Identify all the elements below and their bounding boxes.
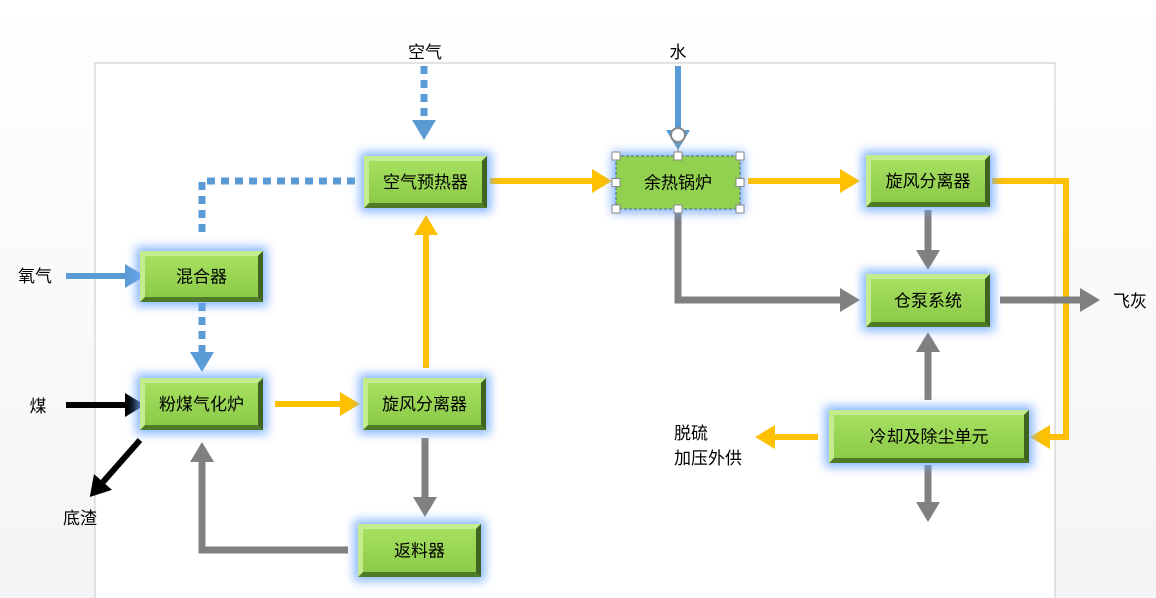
arrowhead-icon (1030, 425, 1050, 449)
node-label: 旋风分离器 (382, 395, 467, 415)
arrow-cooling-to-silo (916, 332, 940, 400)
label-fly-ash: 飞灰 (1113, 292, 1147, 312)
arrow-cyclone-to-return (413, 438, 437, 517)
arrow-cyclone-to-preheater (414, 215, 438, 368)
label-desulf-1: 脱硫 (674, 424, 708, 444)
node-label: 返料器 (394, 542, 445, 562)
arrowhead-icon (190, 352, 214, 372)
arrowhead-icon (413, 497, 437, 517)
arrowhead-icon (89, 474, 113, 498)
node-gasifier[interactable]: 粉煤气化炉 (136, 374, 267, 434)
arrowhead-icon (412, 120, 436, 140)
node-waste-heat-boiler[interactable]: 余热锅炉 (611, 127, 745, 214)
arrowhead-icon (414, 215, 438, 235)
node-cyclone-top[interactable]: 旋风分离器 (862, 151, 994, 211)
arrowhead-icon (592, 169, 612, 193)
arrowhead-icon (1080, 288, 1100, 312)
node-air-preheater[interactable]: 空气预热器 (360, 152, 491, 212)
arrow-coal (66, 393, 145, 417)
node-label: 粉煤气化炉 (159, 395, 244, 415)
resize-handle[interactable] (611, 204, 621, 214)
arrowhead-icon (190, 442, 214, 462)
label-desulf-2: 加压外供 (674, 449, 742, 469)
arrowhead-icon (840, 169, 860, 193)
label-air: 空气 (408, 43, 442, 63)
node-mixer[interactable]: 混合器 (136, 247, 267, 306)
arrow-return-to-gasifier (190, 442, 348, 554)
resize-handle[interactable] (611, 151, 621, 161)
arrowhead-icon (125, 393, 145, 417)
node-label: 仓泵系统 (894, 292, 962, 312)
arrow-oxygen (66, 264, 145, 288)
node-return-feeder[interactable]: 返料器 (354, 520, 485, 581)
arrowhead-icon (916, 502, 940, 522)
arrowhead-icon (916, 332, 940, 352)
arrowhead-icon (340, 392, 360, 416)
resize-handle[interactable] (735, 151, 745, 161)
arrow-gasifier-to-cyclone (275, 392, 360, 416)
node-label: 冷却及除尘单元 (870, 428, 989, 448)
label-water: 水 (670, 43, 687, 63)
resize-handle[interactable] (673, 151, 683, 161)
label-bottom-slag: 底渣 (63, 509, 97, 529)
arrow-cooling-down (916, 465, 940, 522)
node-cooling-dedust[interactable]: 冷却及除尘单元 (825, 406, 1033, 467)
arrow-cyclone-to-silo (916, 210, 940, 270)
node-label: 混合器 (176, 268, 227, 288)
node-cyclone-mid[interactable]: 旋风分离器 (359, 374, 490, 434)
arrowhead-icon (840, 288, 860, 312)
arrowhead-icon (125, 264, 145, 288)
arrow-cooling-to-desulf (755, 425, 818, 449)
rotate-handle-icon[interactable] (670, 127, 686, 143)
arrow-mixer-to-gasifier (190, 303, 214, 372)
resize-handle[interactable] (611, 178, 621, 187)
arrow-boiler-to-silo (674, 210, 860, 312)
resize-handle[interactable] (673, 204, 683, 214)
node-silo-pump[interactable]: 仓泵系统 (862, 270, 994, 331)
resize-handle[interactable] (735, 204, 745, 214)
arrowhead-icon (755, 425, 775, 449)
arrow-cyclone-to-cooling (992, 178, 1069, 449)
resize-handle[interactable] (735, 178, 745, 187)
arrow-silo-to-flyash (1000, 288, 1100, 312)
node-label: 余热锅炉 (644, 174, 712, 194)
node-label: 空气预热器 (383, 173, 468, 193)
arrowhead-icon (916, 250, 940, 270)
arrow-boiler-to-cyclone (748, 169, 860, 193)
arrow-air (412, 66, 436, 140)
node-label: 旋风分离器 (886, 172, 971, 192)
label-oxygen: 氧气 (18, 267, 52, 287)
arrow-bottom-slag (89, 438, 143, 498)
label-coal: 煤 (30, 397, 47, 417)
arrow-preheater-to-boiler (490, 169, 612, 193)
